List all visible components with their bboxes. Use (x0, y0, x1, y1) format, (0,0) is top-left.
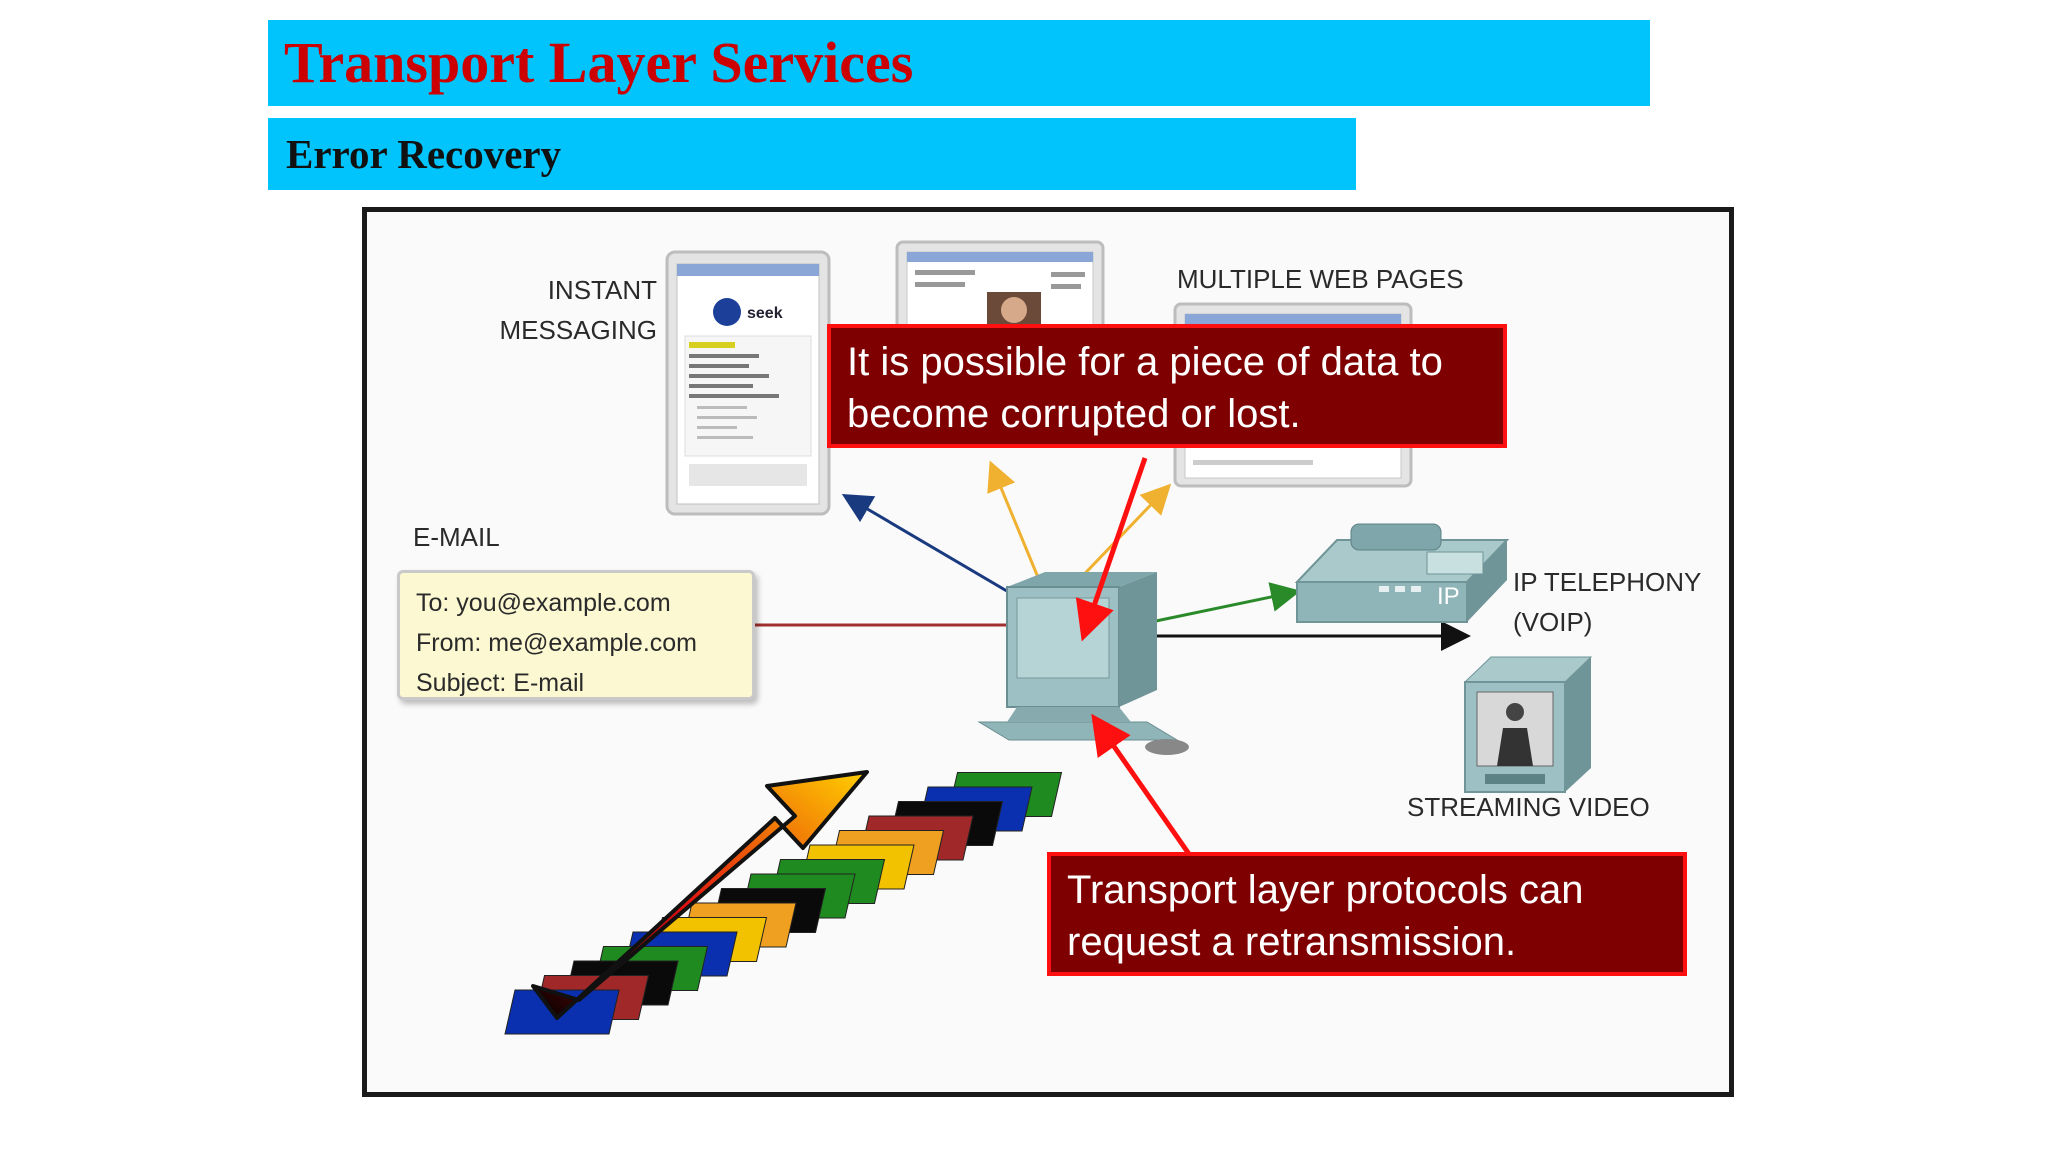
email-label: E-MAIL (413, 522, 500, 552)
callout-corrupted: It is possible for a piece of data to be… (827, 324, 1507, 448)
arrow-to-im (841, 493, 1018, 599)
streaming-video-icon (1463, 656, 1593, 793)
error-recovery-diagram: seek (362, 207, 1734, 1097)
arrow-to-web-1 (987, 460, 1044, 588)
computer-icon (977, 572, 1189, 755)
phone-ip-badge: IP (1437, 583, 1460, 610)
ip-phone-icon: IP (1294, 523, 1510, 623)
callout-retransmission: Transport layer protocols can request a … (1047, 852, 1687, 976)
im-logo-text: seek (747, 305, 783, 322)
email-to: To: you@example.com (416, 589, 671, 617)
email-from: From: me@example.com (416, 629, 697, 657)
instant-messaging-window: seek (665, 250, 831, 516)
slide-title: Transport Layer Services (284, 30, 914, 95)
slide-subtitle: Error Recovery (286, 131, 562, 177)
big-flow-arrow (531, 770, 869, 1020)
title-bar: Transport Layer Services (268, 20, 1650, 106)
subtitle-bar: Error Recovery (268, 118, 1356, 190)
callout-pointer-corrupted (1075, 457, 1148, 642)
instant-messaging-label: INSTANT MESSAGING (499, 275, 657, 345)
callout-pointer-retransmission (1091, 713, 1192, 856)
data-segment-stream (504, 772, 1063, 1035)
email-message-box: To: you@example.com From: me@example.com… (397, 570, 755, 700)
ip-telephony-label: IP TELEPHONY (VOIP) (1513, 567, 1702, 637)
email-subject: Subject: E-mail (416, 669, 585, 697)
streaming-video-label: STREAMING VIDEO (1407, 792, 1650, 822)
multiple-web-pages-label: MULTIPLE WEB PAGES (1177, 264, 1464, 294)
